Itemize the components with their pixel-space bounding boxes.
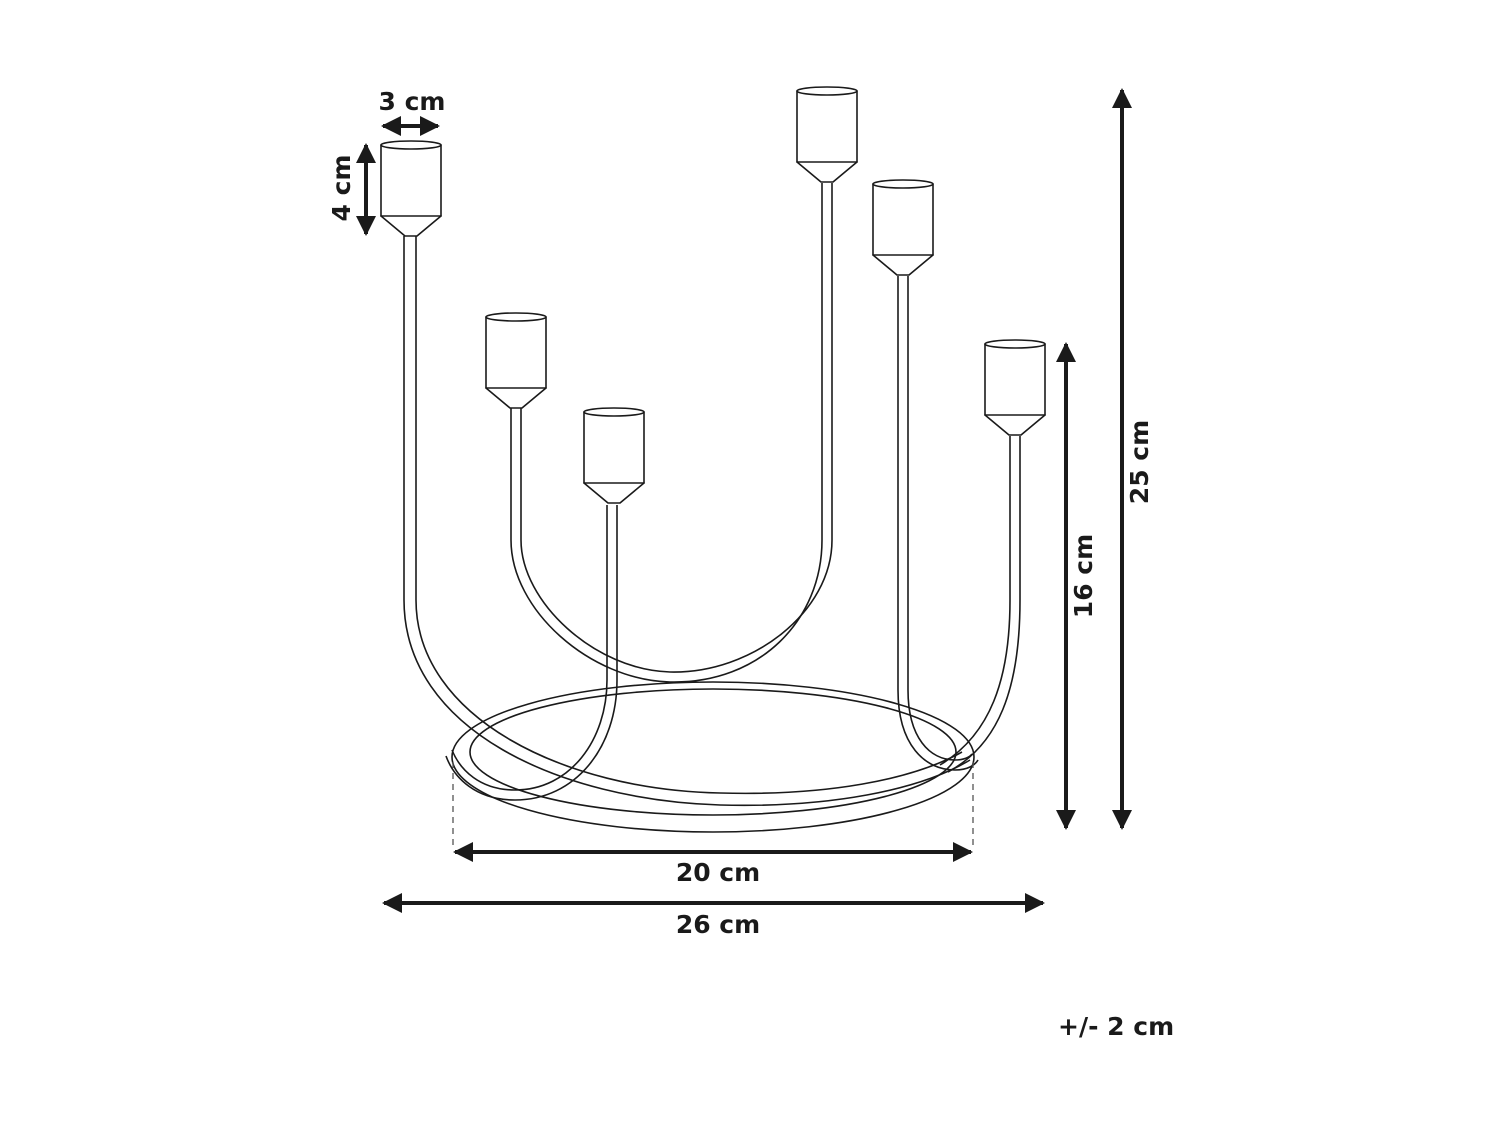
stem-far-left bbox=[403, 236, 971, 807]
dim-label-total-height: 25 cm bbox=[1125, 420, 1154, 504]
dim-label-base-height: 16 cm bbox=[1069, 534, 1098, 618]
candle-cup-6 bbox=[984, 339, 1046, 436]
tolerance-note: +/- 2 cm bbox=[1058, 1012, 1175, 1041]
dim-label-holder-height: 4 cm bbox=[327, 155, 356, 222]
dim-label-holder-width: 3 cm bbox=[379, 87, 446, 116]
stem-right-mid bbox=[897, 276, 979, 771]
candle-cups bbox=[380, 86, 1046, 504]
stem-far-right bbox=[939, 436, 1021, 773]
stems bbox=[403, 183, 1021, 807]
candle-cup-2 bbox=[485, 312, 547, 409]
base-ring bbox=[451, 681, 975, 833]
stem-left-mid bbox=[510, 183, 833, 683]
candle-cup-1 bbox=[380, 140, 442, 237]
candle-cup-3 bbox=[583, 407, 645, 504]
dim-label-total-width: 26 cm bbox=[676, 910, 760, 939]
stem-center bbox=[445, 505, 618, 801]
dim-label-base-diameter: 20 cm bbox=[676, 858, 760, 887]
candle-cup-5 bbox=[872, 179, 934, 276]
candle-cup-4 bbox=[796, 86, 858, 183]
